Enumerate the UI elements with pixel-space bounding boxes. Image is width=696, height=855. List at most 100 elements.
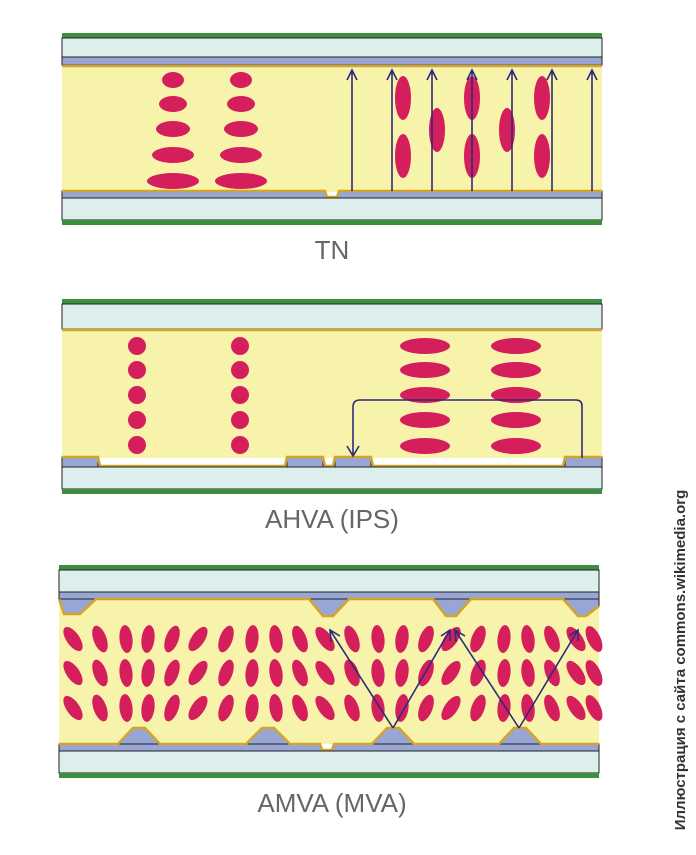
bottom-alignment-layer	[59, 726, 599, 752]
panel-label-tn: TN	[315, 235, 350, 265]
molecule	[491, 438, 541, 454]
dot-column-left	[128, 337, 146, 454]
molecule	[534, 76, 550, 120]
molecule	[245, 694, 259, 722]
molecule	[400, 362, 450, 378]
molecule	[418, 659, 434, 687]
molecule	[128, 361, 146, 379]
bottom-alignment-layer	[62, 189, 602, 199]
field-arrow	[454, 628, 520, 729]
electrode	[286, 456, 324, 468]
panel-label-amva: AMVA (MVA)	[257, 788, 406, 818]
molecule	[119, 659, 133, 687]
molecule	[497, 625, 511, 653]
molecule	[164, 659, 180, 687]
top-polarizer	[62, 299, 602, 304]
molecule	[231, 436, 249, 454]
credit-text: Иллюстрация с сайта commons.wikimedia.or…	[672, 490, 689, 831]
top-alignment-layer	[57, 597, 600, 618]
molecule	[128, 386, 146, 404]
liquid-crystal-layer	[62, 65, 602, 192]
field-arrow	[392, 628, 451, 729]
electric-field-arrow	[346, 399, 583, 458]
top-electrode	[61, 56, 603, 66]
molecule	[231, 386, 249, 404]
tilted-molecule-field	[63, 625, 603, 722]
molecule	[231, 361, 249, 379]
molecule	[269, 694, 283, 722]
molecule	[470, 694, 486, 722]
molecule	[227, 96, 255, 112]
molecule	[566, 660, 586, 686]
molecule	[395, 694, 409, 722]
molecule	[429, 108, 445, 152]
molecule	[441, 660, 461, 686]
field-arrow	[386, 68, 398, 191]
electrode	[564, 456, 603, 468]
molecule	[292, 694, 308, 722]
molecule	[92, 625, 108, 653]
molecule	[164, 694, 180, 722]
bottom-glass	[61, 197, 603, 221]
electric-field-arrows	[329, 628, 579, 729]
top-glass	[61, 37, 603, 58]
field-arrow	[329, 628, 394, 729]
bottom-protrusions	[116, 727, 543, 745]
molecule	[141, 659, 155, 687]
molecule	[164, 625, 180, 653]
molecule	[491, 338, 541, 354]
molecule	[585, 626, 603, 652]
molecule	[418, 694, 434, 722]
molecule	[218, 694, 234, 722]
molecule	[395, 134, 411, 178]
molecule	[315, 695, 335, 721]
molecule	[521, 625, 535, 653]
electric-field-arrows	[346, 68, 598, 191]
molecule	[231, 337, 249, 355]
molecule	[119, 694, 133, 722]
dot-column-right	[231, 337, 249, 454]
bottom-alignment-layer	[62, 455, 602, 468]
ahva-panel: AHVA (IPS)	[61, 299, 603, 534]
molecule	[470, 625, 486, 653]
molecule	[147, 173, 199, 189]
top-glass	[61, 303, 603, 330]
amva-panel: AMVA (MVA)	[57, 565, 603, 818]
molecule	[152, 147, 194, 163]
molecule	[220, 147, 262, 163]
molecule	[128, 411, 146, 429]
molecule	[218, 659, 234, 687]
molecule	[470, 659, 486, 687]
top-polarizer	[62, 33, 602, 38]
molecule	[269, 625, 283, 653]
molecule	[245, 659, 259, 687]
molecule	[292, 659, 308, 687]
molecule	[162, 72, 184, 88]
molecule-stack-left	[147, 72, 199, 189]
molecule	[566, 626, 586, 652]
field-arrow	[546, 68, 558, 191]
field-arrow	[346, 68, 358, 191]
molecule	[400, 438, 450, 454]
molecule	[371, 694, 385, 722]
molecule	[491, 387, 541, 403]
molecule	[521, 659, 535, 687]
molecule	[92, 694, 108, 722]
molecule	[315, 626, 335, 652]
molecule	[63, 626, 83, 652]
bottom-glass	[58, 750, 600, 774]
molecule	[292, 625, 308, 653]
molecule	[119, 625, 133, 653]
molecule	[245, 625, 259, 653]
molecule	[491, 362, 541, 378]
molecule	[395, 76, 411, 120]
molecule	[534, 134, 550, 178]
molecule	[418, 625, 434, 653]
molecule	[400, 338, 450, 354]
molecule	[315, 660, 335, 686]
field-arrow	[426, 68, 438, 191]
molecule	[544, 625, 560, 653]
molecule	[585, 695, 603, 721]
molecule	[395, 659, 409, 687]
